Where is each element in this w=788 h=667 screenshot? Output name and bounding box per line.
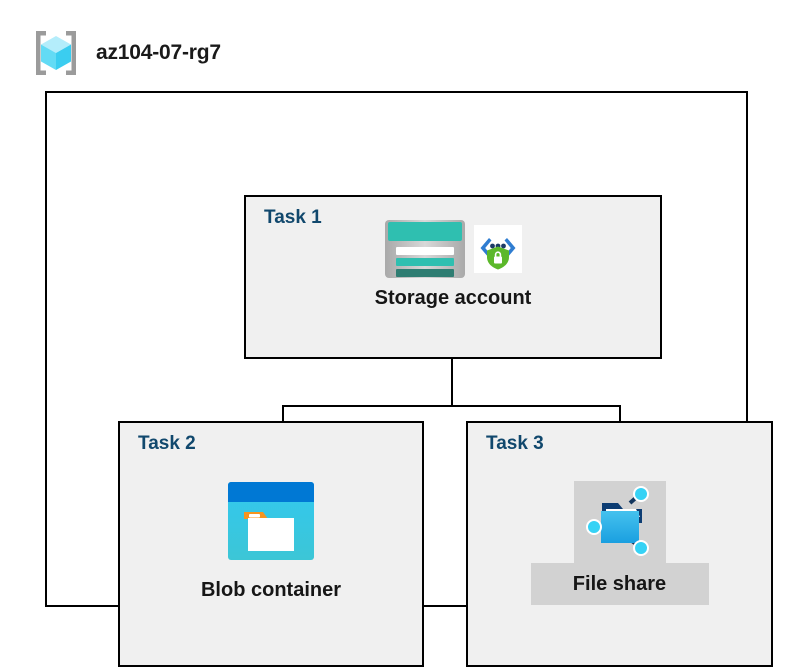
storage-account-caption: Storage account xyxy=(374,287,532,309)
file-share-node[interactable]: File share xyxy=(468,481,771,605)
resource-group-icon xyxy=(30,28,82,78)
connector-horizontal-bus xyxy=(282,405,621,407)
storage-account-node[interactable]: Storage account xyxy=(246,219,660,310)
task-2-box[interactable]: Task 2 xyxy=(118,421,424,667)
blob-container-caption: Blob container xyxy=(200,579,341,601)
task-2-label: Task 2 xyxy=(138,433,196,454)
task-3-box[interactable]: Task 3 xyxy=(466,421,773,667)
task-3-label: Task 3 xyxy=(486,433,544,454)
task-1-box[interactable]: Task 1 xyxy=(244,195,662,359)
resource-group-name: az104-07-rg7 xyxy=(96,41,221,64)
file-share-caption-highlight: File share xyxy=(530,563,709,605)
file-share-icon xyxy=(584,485,656,557)
secure-endpoint-shield-icon xyxy=(474,225,522,273)
file-share-icon-highlight xyxy=(573,481,666,563)
blob-container-node[interactable]: Blob container xyxy=(120,481,422,602)
connector-storage-stem xyxy=(451,359,453,406)
storage-account-icon xyxy=(384,219,466,279)
task-1-label: Task 1 xyxy=(264,207,322,228)
file-share-caption: File share xyxy=(572,572,667,595)
resource-group-container: Task 1 xyxy=(45,91,773,667)
blob-container-icon xyxy=(227,481,315,561)
storage-account-icon-row xyxy=(384,219,522,279)
diagram-title-row: az104-07-rg7 xyxy=(30,28,221,78)
